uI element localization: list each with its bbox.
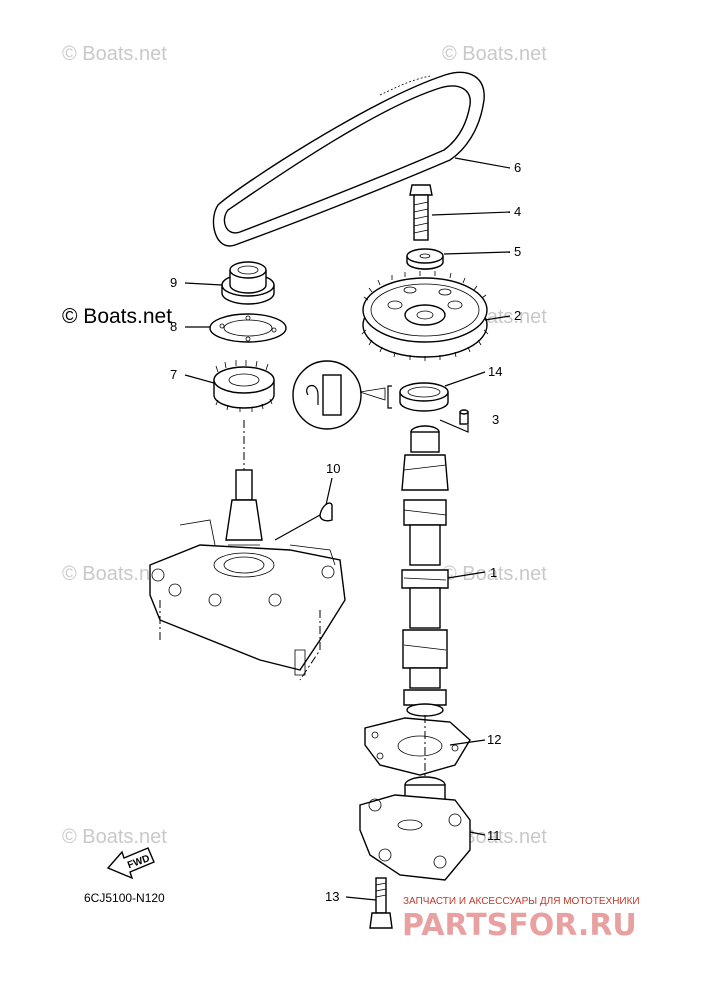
callout-11: 11 <box>487 828 501 843</box>
brand-name: PARTSFOR.RU <box>402 908 637 943</box>
crankshaft-pulley <box>213 360 275 412</box>
detail-callout <box>292 360 392 430</box>
brand-logo: ЗАПЧАСТИ И АКСЕССУАРЫ ДЛЯ МОТОТЕХНИКИ PA… <box>402 896 640 943</box>
watermark-lower-right: © Boats.net <box>442 563 547 585</box>
gasket <box>364 715 471 780</box>
bolt <box>409 184 433 241</box>
callout-6: 6 <box>514 160 521 175</box>
cylinder-block <box>149 420 346 681</box>
timing-belt <box>212 71 485 247</box>
plate <box>209 313 287 343</box>
callout-14: 14 <box>488 364 502 379</box>
washer <box>406 248 444 270</box>
watermark-bottom-left: © Boats.net <box>62 826 167 848</box>
diagram-code: 6CJ5100-N120 <box>84 891 165 905</box>
watermark-dark: © Boats.net <box>62 305 172 328</box>
oil-seal <box>399 382 449 412</box>
watermark-top-right: © Boats.net <box>442 43 547 65</box>
brand-subtitle: ЗАПЧАСТИ И АКСЕССУАРЫ ДЛЯ МОТОТЕХНИКИ <box>403 896 640 907</box>
callout-12: 12 <box>487 732 501 747</box>
callout-2: 2 <box>514 308 521 323</box>
fwd-arrow: FWD <box>106 847 155 880</box>
camshaft <box>401 425 449 717</box>
callout-4: 4 <box>514 204 521 219</box>
callout-1: 1 <box>490 565 497 580</box>
dowel-pin <box>439 409 469 433</box>
oil-pump <box>359 776 471 881</box>
woodruff-key <box>274 477 333 541</box>
callout-5: 5 <box>514 244 521 259</box>
watermark-top-left: © Boats.net <box>62 43 167 65</box>
callout-8: 8 <box>170 319 177 334</box>
callout-13: 13 <box>325 889 339 904</box>
flange-nut <box>221 261 275 305</box>
camshaft-pulley <box>361 271 489 361</box>
watermark-lower-left: © Boats.net <box>62 563 167 585</box>
leader-lines <box>184 157 511 901</box>
callout-9: 9 <box>170 275 177 290</box>
pump-bolt <box>369 877 393 929</box>
callout-10: 10 <box>326 461 340 476</box>
callout-3: 3 <box>492 412 499 427</box>
callout-7: 7 <box>170 367 177 382</box>
